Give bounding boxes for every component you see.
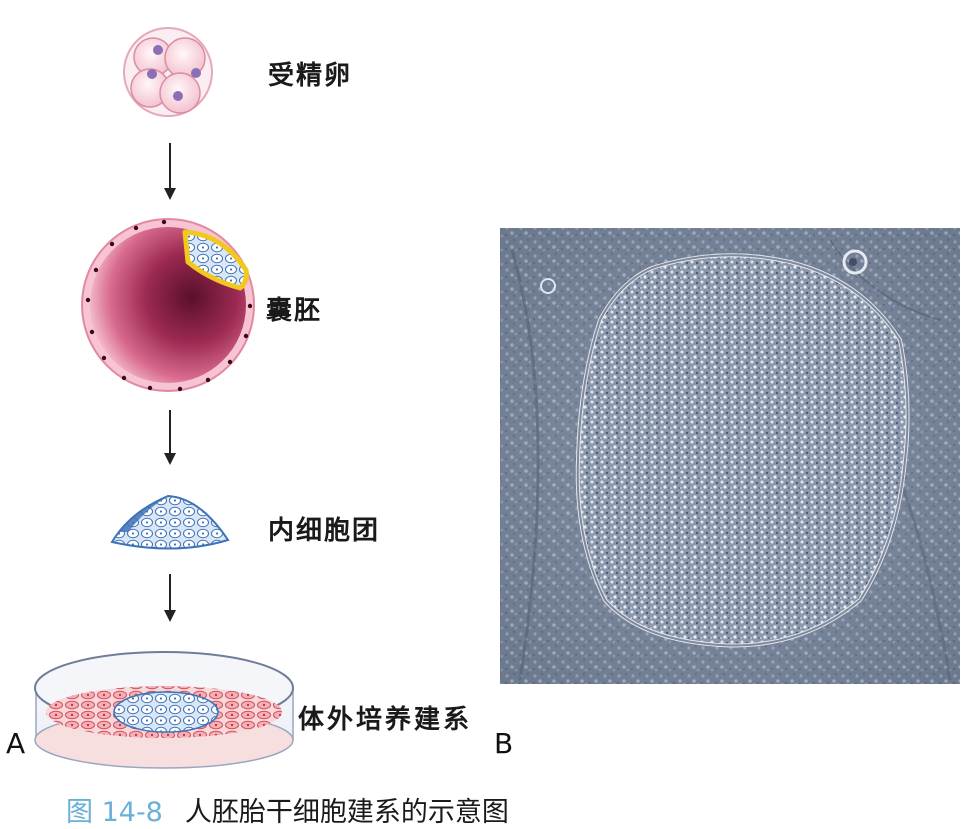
inner-cell-mass-icon: [110, 494, 230, 550]
arrow-down-icon: [164, 143, 176, 200]
figure-caption: 图 14-8 人胚胎干细胞建系的示意图: [66, 790, 509, 829]
culture-dish-icon: [34, 651, 294, 769]
es-cell-colony-micrograph: [500, 228, 960, 684]
arrow-down-icon: [164, 410, 176, 465]
arrow-down-icon: [164, 574, 176, 622]
stage-label-blastocyst: 囊胚: [266, 296, 323, 326]
panel-letter-b: B: [494, 727, 514, 760]
figure-number: 图 14-8: [66, 797, 163, 828]
figure-caption-text: 人胚胎干细胞建系的示意图: [184, 797, 509, 828]
fertilized-egg-icon: [123, 27, 213, 117]
stage-label-inner-cell-mass: 内细胞团: [268, 516, 381, 546]
stage-label-in-vitro-culture: 体外培养建系: [298, 705, 473, 735]
stage-label-fertilized-egg: 受精卵: [268, 61, 353, 91]
panel-letter-a: A: [6, 727, 26, 760]
blastocyst-icon: [81, 218, 255, 392]
